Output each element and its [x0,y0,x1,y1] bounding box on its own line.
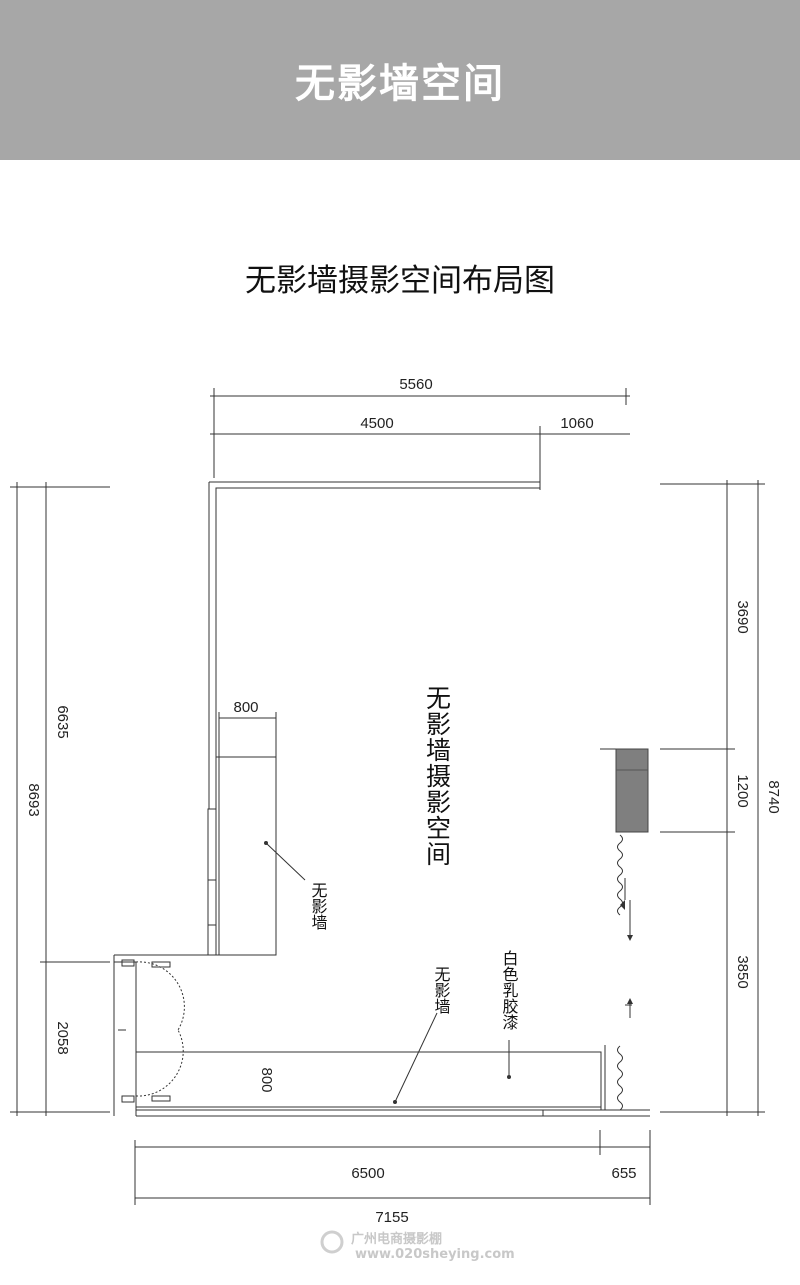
dim-bottom-right: 655 [611,1165,636,1182]
watermark-text: 广州电商摄影棚 [351,1231,442,1247]
dim-wall-depth-left: 800 [233,699,258,716]
dim-right-lower: 3850 [734,955,751,988]
light-fixture [615,748,649,833]
dim-left-lower: 2058 [54,1021,71,1054]
dim-left-total: 8693 [25,783,42,816]
dim-top-right: 1060 [560,415,593,432]
watermark: 广州电商摄影棚 www.020sheying.com [320,1230,515,1262]
label-cyc-wall-bottom: 无影墙 [432,966,451,1014]
dim-bottom-left: 6500 [351,1165,384,1182]
plan-title: 无影墙摄影空间布局图 [245,263,555,299]
dim-left-upper: 6635 [54,705,71,738]
dim-right-middle: 1200 [734,774,751,807]
watermark-logo-icon [320,1230,344,1254]
label-cyc-wall-left: 无影墙 [309,882,328,930]
watermark-url: www.020sheying.com [355,1247,515,1262]
room-label: 无影墙摄影空间 [423,685,452,867]
dim-top-total: 5560 [399,376,432,393]
header-title: 无影墙空间 [295,61,505,107]
label-white-paint: 白色乳胶漆 [500,950,519,1030]
dim-bottom-total: 7155 [375,1209,408,1226]
dim-top-left: 4500 [360,415,393,432]
dim-right-upper: 3690 [734,600,751,633]
dim-wall-depth-bottom: 800 [258,1067,275,1092]
dim-right-total: 8740 [765,780,782,813]
header-banner: 无影墙空间 [0,0,800,160]
